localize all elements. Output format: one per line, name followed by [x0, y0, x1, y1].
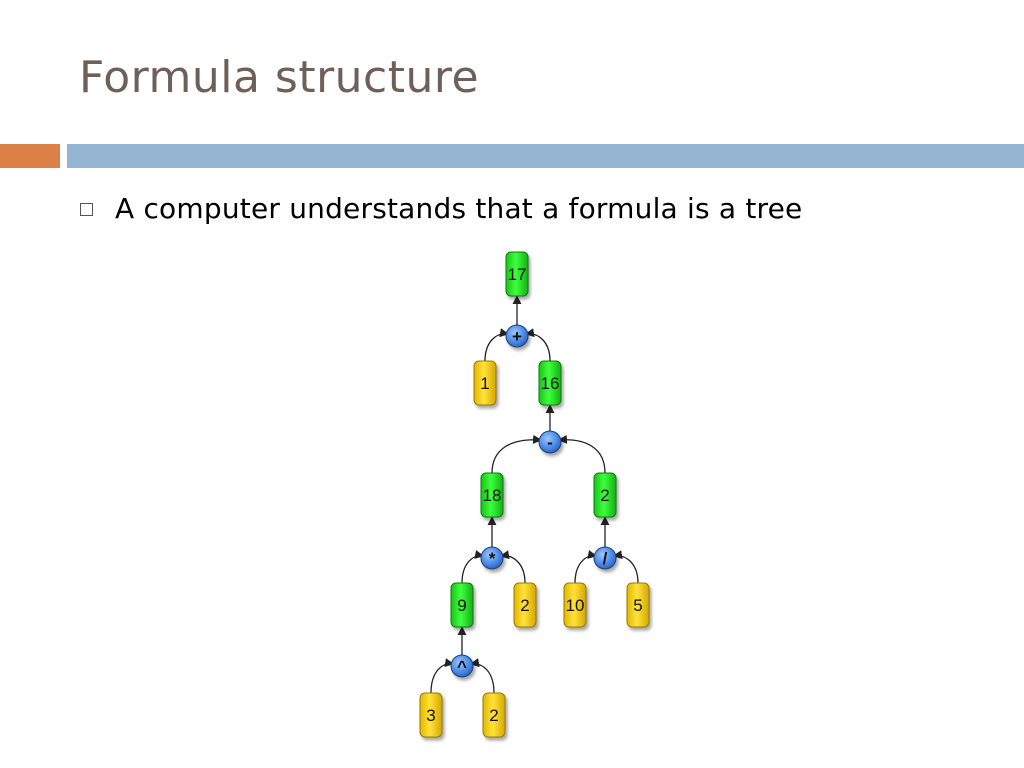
leaf-node: 2 — [482, 692, 506, 738]
accent-bar-orange — [0, 144, 60, 168]
leaf-node: 3 — [419, 692, 443, 738]
tree-edge — [499, 550, 526, 584]
node-label: 18 — [483, 486, 502, 505]
tree-edge — [469, 658, 495, 694]
operator-label: + — [512, 327, 522, 346]
tree-edges — [430, 295, 639, 694]
bullet-text: A computer understands that a formula is… — [115, 192, 803, 225]
result-node: 18 — [480, 472, 504, 518]
operator-node: + — [505, 324, 529, 348]
tree-edge — [461, 550, 485, 584]
node-label: 9 — [457, 596, 466, 615]
accent-bar-blue — [67, 144, 1024, 168]
node-label: 17 — [508, 265, 527, 284]
operator-label: * — [489, 549, 496, 568]
leaf-node: 10 — [563, 582, 587, 628]
node-label: 2 — [520, 596, 529, 615]
operator-label: - — [547, 433, 553, 452]
operator-node: ^ — [450, 654, 474, 678]
node-label: 3 — [426, 706, 435, 725]
tree-edge — [557, 434, 606, 474]
tree-edge — [491, 434, 543, 474]
node-label: 2 — [600, 486, 609, 505]
node-label: 2 — [489, 706, 498, 725]
result-node: 16 — [538, 360, 562, 406]
slide-title: Formula structure — [79, 52, 480, 103]
node-label: 16 — [541, 374, 560, 393]
bullet-item: A computer understands that a formula is… — [80, 192, 802, 225]
tree-edge — [574, 550, 598, 584]
operator-node: * — [480, 546, 504, 570]
tree-edge — [524, 328, 551, 362]
result-node: 17 — [505, 251, 529, 297]
tree-edge — [484, 328, 510, 362]
operator-label: / — [603, 549, 608, 568]
square-bullet-icon — [80, 203, 93, 216]
tree-edge — [612, 550, 639, 584]
node-label: 5 — [633, 596, 642, 615]
operator-node: - — [538, 430, 562, 454]
tree-edge — [430, 658, 455, 694]
result-node: 9 — [450, 582, 474, 628]
leaf-node: 5 — [626, 582, 650, 628]
operator-label: ^ — [457, 657, 467, 676]
node-label: 1 — [480, 374, 489, 393]
leaf-node: 1 — [473, 360, 497, 406]
result-node: 2 — [593, 472, 617, 518]
leaf-node: 2 — [513, 582, 537, 628]
tree-nodes: 17 +1 16 - 18 2 * / 9 2 10 5 ^ 3 2 — [419, 251, 650, 738]
operator-node: / — [593, 546, 617, 570]
node-label: 10 — [566, 596, 585, 615]
